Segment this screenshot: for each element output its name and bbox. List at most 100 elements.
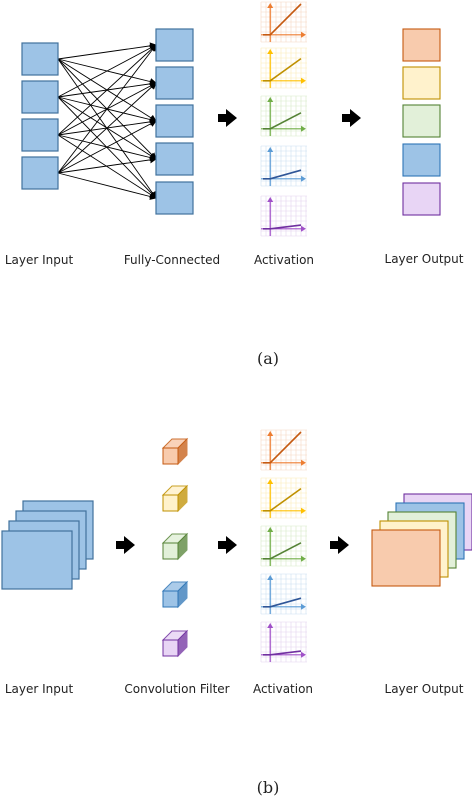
label-activation-a: Activation — [254, 253, 314, 267]
connection-line — [57, 44, 157, 98]
label-activation-b: Activation — [253, 682, 313, 696]
filter-cube — [161, 484, 189, 513]
cube-front — [162, 542, 179, 560]
arrow-a2 — [342, 109, 361, 127]
fc-node — [155, 142, 194, 176]
panel-b: Layer Input Convolution Filter Activatio… — [1, 429, 472, 797]
x-axis-arrowhead — [301, 31, 306, 38]
input-node — [21, 80, 59, 114]
relu-curve — [263, 650, 302, 656]
y-axis-arrowhead — [267, 147, 274, 152]
arrow-b2 — [218, 536, 237, 554]
activation-plot — [260, 47, 307, 89]
input-feature-maps — [1, 500, 94, 590]
activation-plot — [260, 621, 307, 663]
panel-a: Layer Input Fully-Connected Activation L… — [5, 1, 464, 368]
fc-node — [155, 181, 194, 215]
x-axis-arrowhead — [301, 125, 306, 132]
output-feature-map — [371, 529, 441, 587]
input-node — [21, 42, 59, 76]
connection-line — [57, 172, 157, 200]
filter-cube — [161, 532, 189, 561]
output-feature-maps — [371, 493, 472, 587]
activation-plot — [260, 145, 307, 187]
connection-line — [57, 82, 157, 174]
x-axis-arrowhead — [301, 651, 306, 658]
relu-curve — [263, 169, 302, 180]
x-axis-arrowhead — [301, 225, 306, 232]
cube-front — [162, 590, 179, 608]
y-axis-arrowhead — [267, 197, 274, 202]
arrow-b1 — [116, 536, 135, 554]
y-axis-arrowhead — [267, 479, 274, 484]
arrow-b3 — [330, 536, 349, 554]
connection-line — [57, 134, 157, 199]
cube-front — [162, 447, 179, 465]
relu-curve — [263, 57, 302, 82]
activation-stack-a — [260, 1, 307, 237]
activation-plot — [260, 573, 307, 615]
output-node — [402, 28, 441, 62]
x-axis-arrowhead — [301, 603, 306, 610]
activation-plot — [260, 195, 307, 237]
x-axis-arrowhead — [301, 555, 306, 562]
relu-curve — [263, 3, 302, 36]
connection-line — [57, 42, 157, 60]
connection-line — [57, 44, 157, 136]
x-axis-arrowhead — [301, 77, 306, 84]
activation-plot — [260, 477, 307, 519]
y-axis-arrowhead — [267, 623, 274, 628]
input-layer-a — [21, 42, 59, 190]
convolution-filters — [161, 437, 189, 658]
fully-connected-layer — [155, 28, 194, 215]
fc-node — [155, 104, 194, 138]
relu-curve — [263, 487, 302, 512]
output-node — [402, 182, 441, 216]
fc-node — [155, 66, 194, 100]
label-convolution-filter: Convolution Filter — [124, 682, 229, 696]
filter-cube — [161, 629, 189, 658]
output-node — [402, 104, 441, 138]
label-layer-output-b: Layer Output — [385, 682, 464, 696]
label-layer-output-a: Layer Output — [385, 252, 464, 266]
activation-plot — [260, 525, 307, 567]
y-axis-arrowhead — [267, 431, 274, 436]
output-layer-a — [402, 28, 441, 216]
y-axis-arrowhead — [267, 575, 274, 580]
y-axis-arrowhead — [267, 97, 274, 102]
fc-connections — [57, 42, 157, 200]
relu-curve — [263, 431, 302, 464]
y-axis-arrowhead — [267, 527, 274, 532]
relu-curve — [263, 542, 302, 560]
caption-b: (b) — [257, 778, 280, 797]
connection-line — [57, 120, 157, 174]
output-node — [402, 66, 441, 100]
activation-plot — [260, 429, 307, 471]
input-node — [21, 118, 59, 152]
x-axis-arrowhead — [301, 175, 306, 182]
label-layer-input-b: Layer Input — [5, 682, 74, 696]
arrow-a1 — [218, 109, 237, 127]
cube-front — [162, 639, 179, 657]
filter-cube — [161, 437, 189, 466]
x-axis-arrowhead — [301, 459, 306, 466]
filter-cube — [161, 580, 189, 609]
relu-curve — [263, 112, 302, 130]
label-fully-connected: Fully-Connected — [124, 253, 220, 267]
y-axis-arrowhead — [267, 3, 274, 8]
output-node — [402, 143, 441, 177]
x-axis-arrowhead — [301, 507, 306, 514]
relu-curve — [263, 597, 302, 608]
cube-front — [162, 494, 179, 512]
input-feature-map — [1, 530, 73, 590]
activation-plot — [260, 95, 307, 137]
y-axis-arrowhead — [267, 49, 274, 54]
caption-a: (a) — [257, 349, 279, 368]
connection-line — [57, 156, 157, 174]
connection-line — [57, 44, 157, 174]
label-layer-input-a: Layer Input — [5, 253, 74, 267]
input-node — [21, 156, 59, 190]
relu-curve — [263, 224, 302, 230]
activation-plot — [260, 1, 307, 43]
